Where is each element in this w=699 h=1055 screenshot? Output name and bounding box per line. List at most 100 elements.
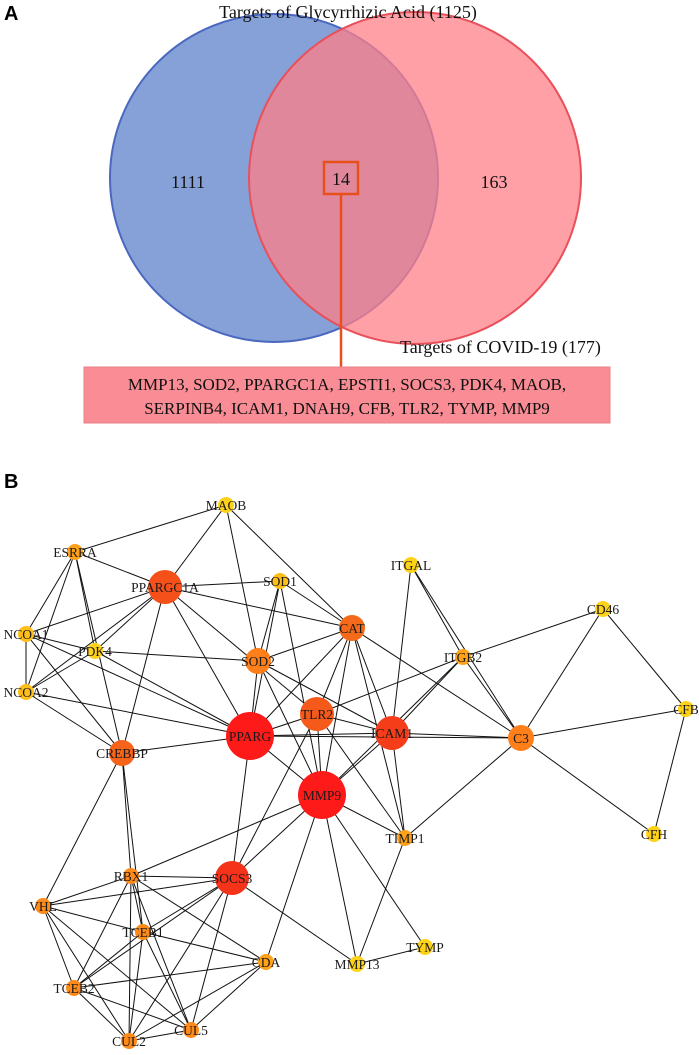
node-label-cat: CAT (339, 621, 365, 636)
edge-crebbp-rbx1 (121, 752, 132, 877)
edge-socs3-tceb1 (142, 877, 233, 933)
edge-ncoa2-pdk4 (25, 650, 96, 693)
edge-tceb2-cda (73, 961, 267, 989)
edge-mmp9-rbx1 (130, 794, 323, 877)
edge-socs3-mmp13 (231, 877, 358, 965)
edge-ppargc1a-crebbp (121, 586, 166, 754)
node-mmp9 (298, 771, 346, 819)
edge-mmp9-tymp (321, 794, 426, 948)
venn-set1-label: Targets of Glycyrrhizic Acid (1125) (219, 2, 477, 23)
edge-tceb2-cul5 (73, 987, 192, 1031)
node-cat (339, 615, 365, 641)
edge-pdk4-sod2 (94, 650, 259, 662)
node-label-tceb1: TCEB1 (122, 925, 163, 940)
node-label-pdk4: PDK4 (78, 644, 112, 659)
node-label-tymp: TYMP (406, 940, 444, 955)
edge-c3-icam1 (391, 732, 522, 739)
edge-sod1-sod2 (257, 580, 281, 662)
venn-set2-label: Targets of COVID-19 (177) (400, 337, 601, 358)
edge-timp1-mmp13 (356, 837, 406, 965)
edge-cd46-cfb (602, 608, 687, 710)
edge-itgb2-tlr2 (316, 656, 464, 715)
edge-socs3-cul2 (128, 877, 233, 1042)
node-label-mmp9: MMP9 (303, 788, 342, 803)
venn-intersection-count: 14 (332, 169, 350, 189)
node-itgal (403, 557, 419, 573)
edge-tlr2-timp1 (316, 713, 406, 839)
edge-ncoa2-crebbp (25, 691, 123, 754)
edge-rbx1-cda (130, 875, 267, 963)
node-label-crebbp: CREBBP (96, 746, 148, 761)
node-label-mmp13: MMP13 (334, 957, 379, 972)
node-label-ncoa2: NCOA2 (3, 685, 48, 700)
venn-set1-only-count: 1111 (171, 172, 205, 192)
edge-esrra-pdk4 (74, 551, 96, 652)
node-sod2 (245, 648, 271, 674)
edge-socs3-vhl (42, 877, 233, 907)
node-label-esrra: ESRRA (53, 545, 97, 560)
node-tlr2 (300, 697, 334, 731)
node-pdk4 (87, 643, 103, 659)
node-ppargc1a (148, 570, 182, 604)
edge-ncoa1-ppargc1a (25, 586, 166, 635)
node-label-rbx1: RBX1 (114, 869, 149, 884)
edge-tceb1-cul5 (142, 931, 192, 1031)
edge-cfb-cfh (653, 708, 687, 835)
node-ncoa1 (18, 626, 34, 642)
edge-vhl-tceb1 (42, 905, 144, 933)
edge-mmp9-cda (265, 794, 323, 963)
node-label-vhl: VHL (29, 899, 57, 914)
node-crebbp (109, 740, 135, 766)
edge-itgb2-cd46 (462, 608, 604, 658)
node-label-itgb2: ITGB2 (444, 650, 482, 665)
edge-sod1-cat (279, 580, 353, 629)
node-sod1 (272, 573, 288, 589)
node-cul2 (121, 1033, 137, 1049)
node-tceb2 (66, 980, 82, 996)
edge-ppargc1a-tlr2 (164, 586, 318, 715)
node-maob (218, 497, 234, 513)
common-genes-line-1: MMP13, SOD2, PPARGC1A, EPSTI1, SOCS3, PD… (128, 375, 566, 394)
node-label-tlr2: TLR2 (301, 707, 333, 722)
edge-ppargc1a-pparg (164, 586, 251, 737)
node-label-timp1: TIMP1 (385, 831, 424, 846)
edge-cat-mmp9 (321, 627, 353, 796)
venn-set2-only-count: 163 (481, 172, 508, 192)
edge-cd46-c3 (520, 608, 604, 739)
node-cd46 (595, 601, 611, 617)
node-cda (258, 954, 274, 970)
node-label-cul2: CUL2 (112, 1034, 146, 1049)
edge-maob-cat (225, 504, 353, 629)
edge-pdk4-pparg (94, 650, 251, 737)
edge-c3-timp1 (404, 737, 522, 839)
node-label-sod2: SOD2 (241, 654, 275, 669)
edge-itgal-icam1 (391, 564, 412, 734)
node-itgb2 (455, 649, 471, 665)
node-label-maob: MAOB (206, 498, 247, 513)
node-label-cul5: CUL5 (174, 1023, 208, 1038)
edge-esrra-ncoa2 (25, 551, 76, 693)
edge-tceb1-cul2 (128, 931, 144, 1042)
node-ncoa2 (18, 684, 34, 700)
node-cfh (646, 826, 662, 842)
node-label-cda: CDA (252, 955, 281, 970)
edge-crebbp-tceb1 (121, 752, 144, 933)
edge-mmp13-tymp (356, 946, 426, 965)
edge-tceb1-tceb2 (73, 931, 144, 989)
node-pparg (226, 712, 274, 760)
node-tymp (417, 939, 433, 955)
network-edges (25, 504, 687, 1042)
node-socs3 (215, 861, 249, 895)
edge-cul5-cda (190, 961, 267, 1031)
node-label-cfb: CFB (673, 702, 699, 717)
edge-ncoa1-pparg (25, 633, 251, 737)
edge-ppargc1a-cat (164, 586, 353, 629)
edge-ncoa2-pparg (25, 691, 251, 737)
edge-ncoa2-ppargc1a (25, 586, 166, 693)
node-label-itgal: ITGAL (391, 558, 432, 573)
node-label-ppargc1a: PPARGC1A (131, 580, 199, 595)
node-cfb (678, 701, 694, 717)
edge-rbx1-cul2 (128, 875, 132, 1042)
edge-itgb2-icam1 (391, 656, 464, 734)
